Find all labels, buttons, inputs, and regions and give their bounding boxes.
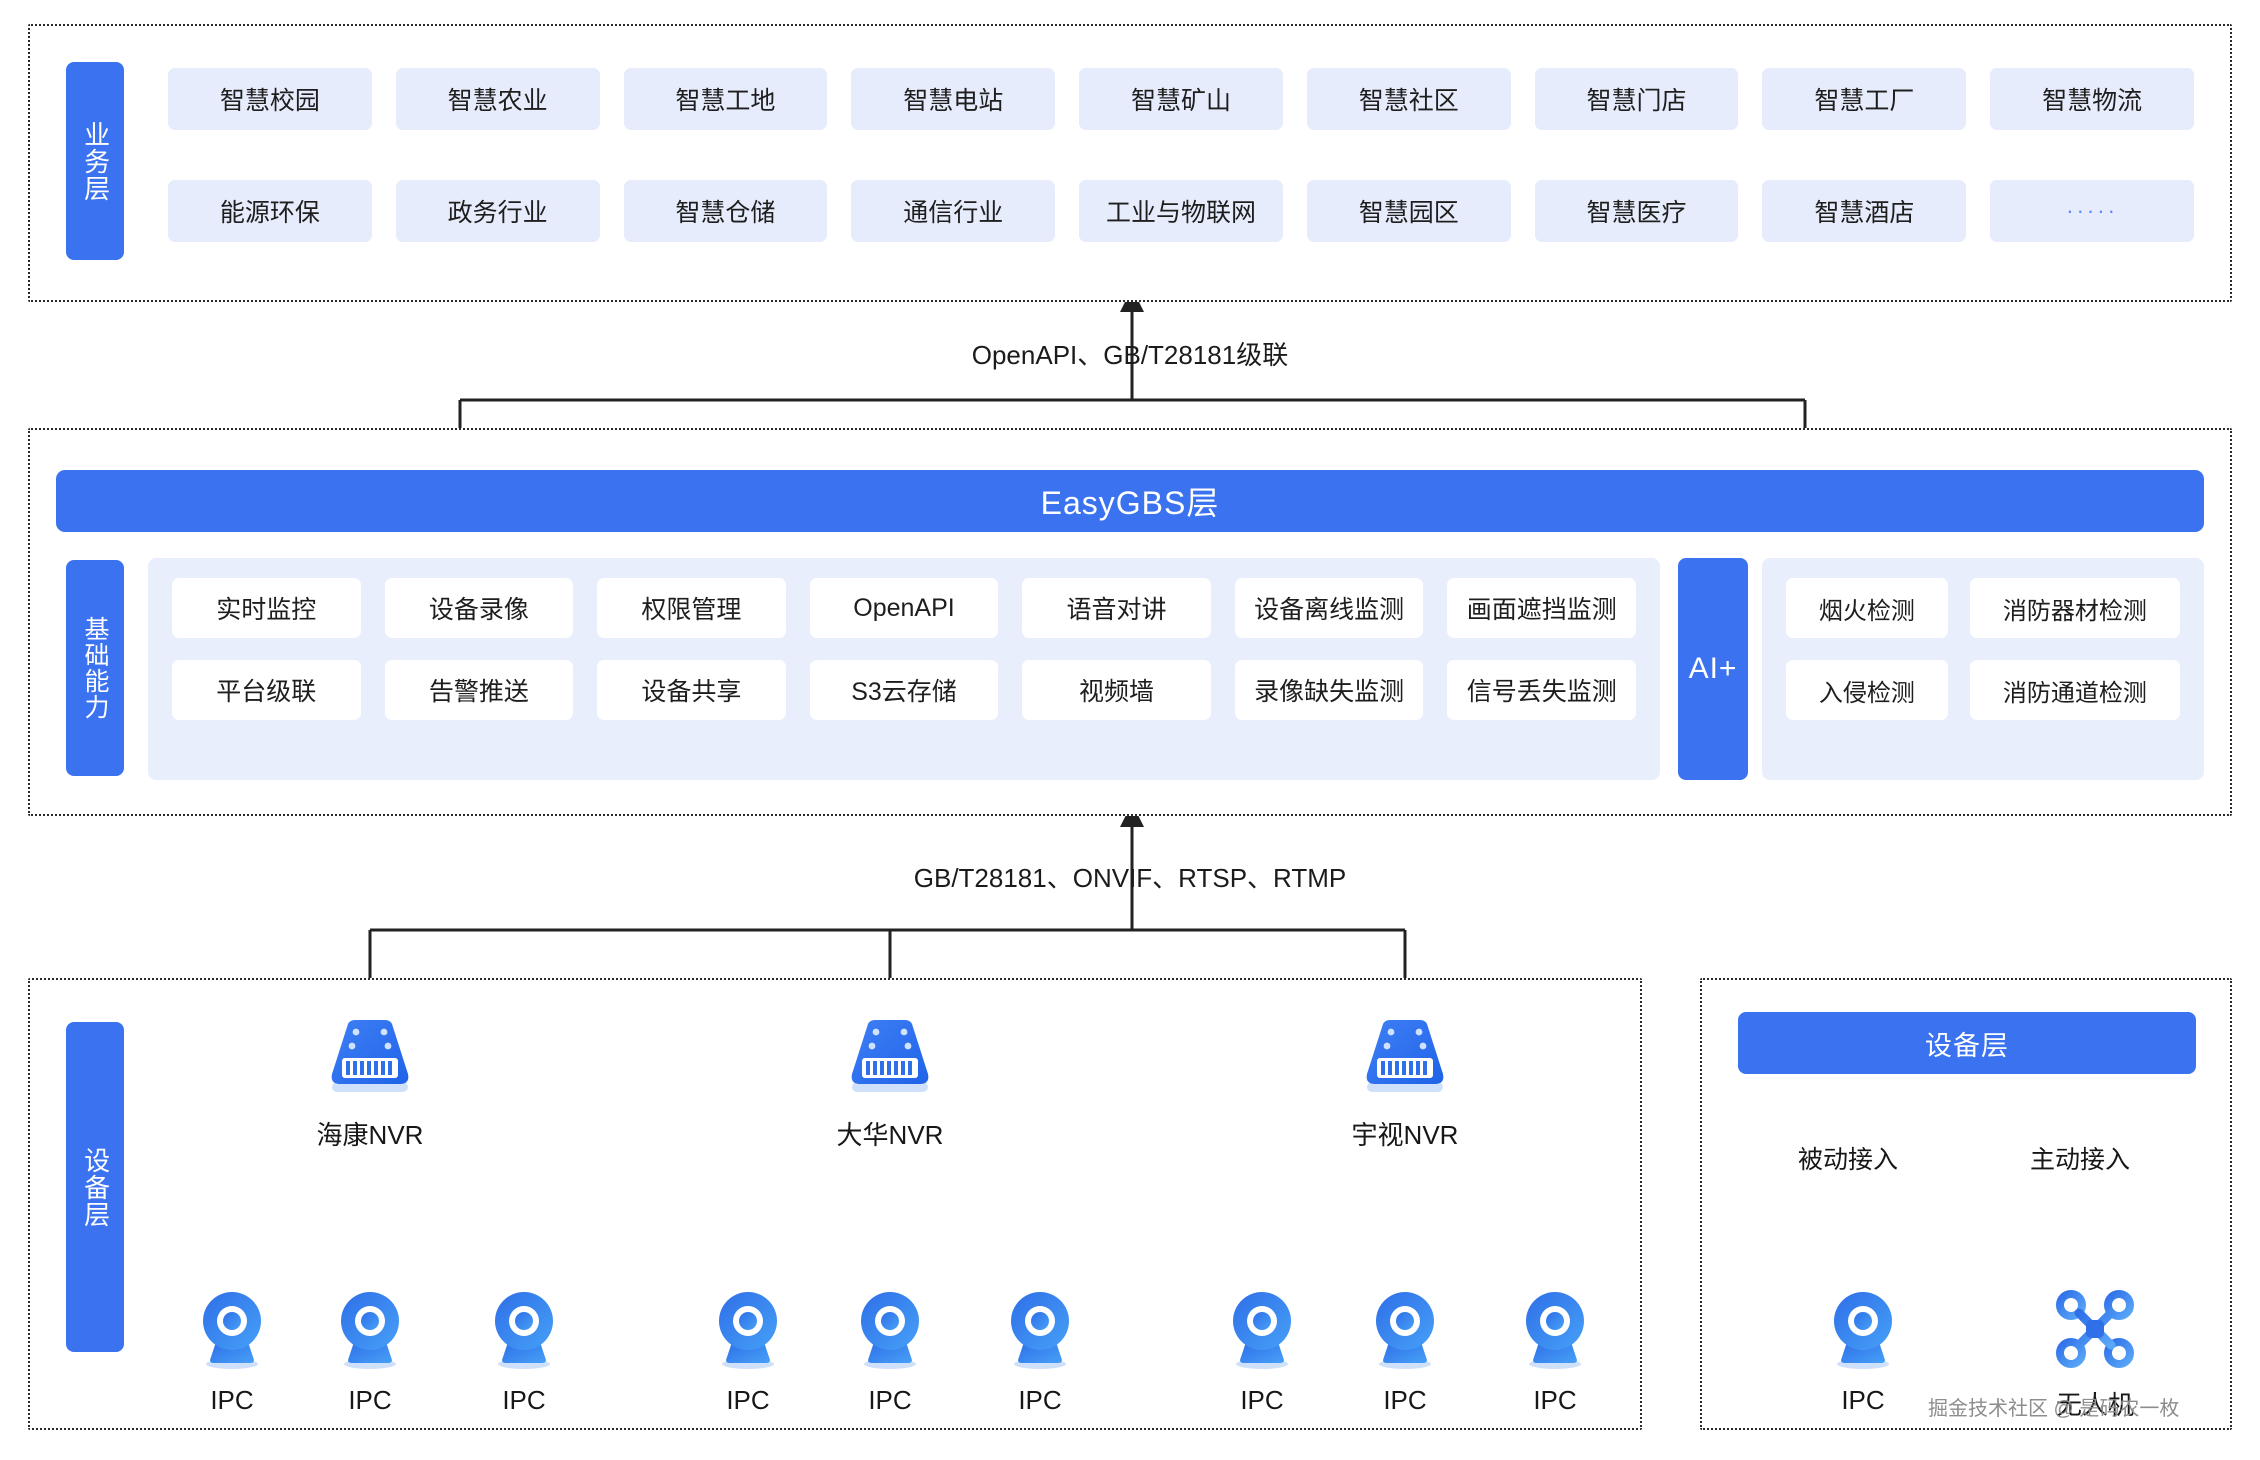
capability-chip-0[interactable]: 实时监控 [172,578,361,638]
camera-icon [1834,1292,1892,1369]
ai-capability-chip-2[interactable]: 入侵检测 [1786,660,1948,720]
business-chip-3[interactable]: 智慧电站 [851,68,1056,130]
device-layer-tab: 设备层 [66,1022,124,1352]
nvr-icon [1366,1020,1444,1092]
business-chip-7[interactable]: 智慧工厂 [1762,68,1967,130]
camera-icon [203,1292,261,1369]
business-row-2: 能源环保政务行业智慧仓储通信行业工业与物联网智慧园区智慧医疗智慧酒店 ····· [168,180,2194,242]
business-chip-6[interactable]: 智慧医疗 [1534,180,1739,242]
business-chip-7[interactable]: 智慧酒店 [1762,180,1967,242]
capability-chip-9[interactable]: 设备共享 [597,660,786,720]
camera-node-1-0[interactable]: IPC [688,1288,808,1416]
camera-node-2-2[interactable]: IPC [1495,1288,1615,1416]
capability-chip-10[interactable]: S3云存储 [809,660,999,720]
access-device-node-0[interactable]: IPC [1803,1288,1923,1416]
camera-icon [495,1292,553,1369]
device-layer-title-bar: 设备层 [1738,1012,2196,1074]
camera-label-0-2: IPC [502,1385,546,1415]
business-chip-2[interactable]: 智慧工地 [623,68,828,130]
business-chip-4[interactable]: 工业与物联网 [1079,180,1283,242]
nvr-node-2[interactable]: 宇视NVR [1335,1016,1475,1152]
business-layer-tab: 业务层 [66,62,124,260]
camera-label-0-0: IPC [210,1385,254,1415]
camera-icon [1526,1292,1584,1369]
ai-capability-chip-3[interactable]: 消防通道检测 [1969,660,2180,720]
connector-bottom-label: GB/T28181、ONVIF、RTSP、RTMP [913,863,1347,893]
capability-grid: 实时监控设备录像权限管理 OpenAPI 语音对讲设备离线监测画面遮挡监测平台级联告… [172,578,1636,720]
access-mode-passive: 被动接入 [1790,1140,1907,1176]
business-chip-1[interactable]: 政务行业 [395,180,600,242]
camera-icon [1233,1292,1291,1369]
business-chip-0[interactable]: 智慧校园 [168,68,372,130]
nvr-label-1: 大华NVR [836,1120,944,1150]
camera-icon [861,1292,919,1369]
ai-capability-grid: 烟火检测消防器材检测入侵检测消防通道检测 [1786,578,2180,720]
ai-capability-chip-1[interactable]: 消防器材检测 [1969,578,2180,638]
business-chip-6[interactable]: 智慧门店 [1534,68,1739,130]
capability-chip-2[interactable]: 权限管理 [597,578,786,638]
capability-layer-tab: 基础能力 [66,560,124,776]
business-chip-4[interactable]: 智慧矿山 [1079,68,1283,130]
camera-node-0-2[interactable]: IPC [464,1288,584,1416]
camera-label-2-1: IPC [1383,1385,1427,1415]
camera-icon [341,1292,399,1369]
capability-chip-4[interactable]: 语音对讲 [1022,578,1211,638]
capability-chip-8[interactable]: 告警推送 [384,660,574,720]
device-layer-section [28,978,1642,1430]
nvr-label-0: 海康NVR [316,1120,424,1150]
access-device-label-0: IPC [1841,1385,1885,1415]
business-chip-2[interactable]: 智慧仓储 [623,180,828,242]
business-chip-8[interactable]: 智慧物流 [1990,68,2194,130]
capability-chip-5[interactable]: 设备离线监测 [1234,578,1424,638]
business-chip-0[interactable]: 能源环保 [168,180,372,242]
camera-node-1-1[interactable]: IPC [830,1288,950,1416]
business-chip-5[interactable]: 智慧园区 [1306,180,1511,242]
nvr-node-1[interactable]: 大华NVR [820,1016,960,1152]
camera-node-1-2[interactable]: IPC [980,1288,1100,1416]
business-chip-1[interactable]: 智慧农业 [395,68,600,130]
capability-chip-1[interactable]: 设备录像 [384,578,574,638]
camera-label-2-2: IPC [1533,1385,1577,1415]
access-device-node-1[interactable]: 无人机 [2035,1288,2155,1422]
camera-label-2-0: IPC [1240,1385,1284,1415]
nvr-icon [331,1020,409,1092]
business-chip-5[interactable]: 智慧社区 [1306,68,1511,130]
nvr-node-0[interactable]: 海康NVR [300,1016,440,1152]
camera-label-0-1: IPC [348,1385,392,1415]
drone-icon [2056,1290,2134,1368]
watermark: 掘金技术社区 @ 是码农一枚 [1928,1398,2180,1420]
camera-node-2-1[interactable]: IPC [1345,1288,1465,1416]
nvr-label-2: 宇视NVR [1351,1120,1459,1150]
access-mode-active: 主动接入 [2022,1140,2139,1176]
business-chip-3[interactable]: 通信行业 [851,180,1056,242]
camera-node-2-0[interactable]: IPC [1202,1288,1322,1416]
ai-plus-tab: AI+ [1678,558,1748,780]
easygbs-title-bar: EasyGBS层 [56,470,2204,532]
camera-node-0-1[interactable]: IPC [310,1288,430,1416]
capability-chip-12[interactable]: 录像缺失监测 [1234,660,1424,720]
camera-label-1-0: IPC [726,1385,770,1415]
camera-icon [1376,1292,1434,1369]
ai-capability-chip-0[interactable]: 烟火检测 [1786,578,1948,638]
nvr-icon [851,1020,929,1092]
camera-icon [1011,1292,1069,1369]
capability-chip-6[interactable]: 画面遮挡监测 [1447,578,1636,638]
camera-icon [719,1292,777,1369]
camera-label-1-2: IPC [1018,1385,1062,1415]
business-row-1: 智慧校园智慧农业智慧工地智慧电站智慧矿山智慧社区智慧门店智慧工厂智慧物流 [168,68,2194,130]
camera-label-1-1: IPC [868,1385,912,1415]
connector-top-label: OpenAPI、GB/T28181级联 [971,340,1289,370]
capability-chip-7[interactable]: 平台级联 [172,660,361,720]
business-layer-section [28,24,2232,302]
capability-chip-11[interactable]: 视频墙 [1022,660,1211,720]
capability-chip-13[interactable]: 信号丢失监测 [1447,660,1636,720]
business-chip-8[interactable]: ····· [1990,180,2194,242]
capability-chip-3[interactable]: OpenAPI [809,578,999,638]
camera-node-0-0[interactable]: IPC [172,1288,292,1416]
access-device-label-1: 无人机 [2055,1390,2134,1420]
